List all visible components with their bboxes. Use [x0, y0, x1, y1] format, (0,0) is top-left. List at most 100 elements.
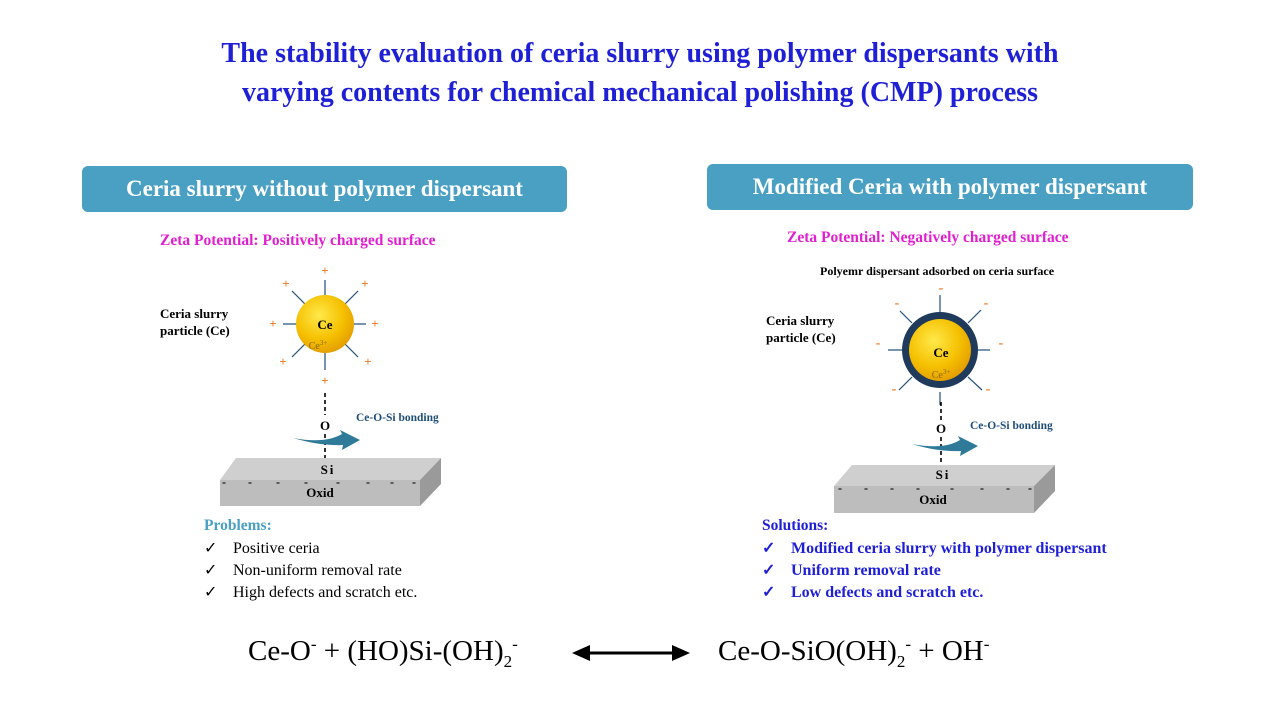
left-particle-ion-text: Ce3+ [309, 339, 328, 352]
left-surface-charges: - - - - - - - - [222, 475, 416, 489]
check-icon: ✓ [762, 562, 776, 579]
left-oxide-label: Oxid [306, 485, 334, 500]
left-list-title: Problems: [204, 517, 272, 534]
list-item: ✓ High defects and scratch etc. [204, 582, 417, 604]
surface-charge: - [950, 481, 954, 495]
right-negative-charges: - - - - - - - [876, 281, 1004, 397]
check-icon: ✓ [204, 584, 218, 601]
surface-charge: - [980, 481, 984, 495]
minus-charge: - [876, 336, 881, 351]
surface-charge: - [916, 481, 920, 495]
check-icon: ✓ [204, 562, 218, 579]
plus-charge: + [279, 354, 286, 369]
left-particle-label-line-2: particle (Ce) [160, 323, 230, 338]
surface-charge: - [336, 475, 340, 489]
left-bond-arrow [293, 430, 360, 450]
plus-charge: + [364, 354, 371, 369]
surface-charge: - [222, 475, 226, 489]
surface-charge: - [304, 475, 308, 489]
right-oxide-slab [834, 465, 1055, 513]
minus-charge: - [986, 382, 991, 397]
equation-right-side: Ce-O-SiO(OH)2- + OH- [718, 634, 990, 671]
left-oxygen: O [320, 418, 330, 433]
equation-left-b-sub: 2 [503, 651, 513, 671]
surface-charge: - [1006, 481, 1010, 495]
right-adsorbed-label: Polyemr dispersant adsorbed on ceria sur… [820, 264, 1055, 278]
right-surface-charges: - - - - - - - - [838, 481, 1032, 495]
right-oxygen: O [936, 421, 946, 436]
minus-charge: - [939, 281, 944, 296]
list-item-text: Low defects and scratch etc. [791, 584, 984, 601]
surface-charge: - [864, 481, 868, 495]
plus-charge: + [371, 316, 378, 331]
right-ion-base: Ce [932, 370, 944, 381]
equation-left-side: Ce-O- + (HO)Si-(OH)2- [248, 634, 518, 671]
left-ceria-particle [296, 295, 354, 353]
right-bond-arrow [912, 436, 978, 456]
surface-charge: - [890, 481, 894, 495]
equation-right-a: Ce-O-SiO(OH) [718, 635, 897, 667]
list-item: ✓ Low defects and scratch etc. [762, 582, 1107, 604]
plus-charge: + [321, 373, 328, 388]
surface-charge: - [412, 475, 416, 489]
right-particle-label-line-1: Ceria slurry [766, 313, 835, 328]
equation-left-b: + (HO)Si-(OH) [316, 635, 504, 667]
right-silicon: Si [936, 467, 951, 482]
right-zeta-label: Zeta Potential: Negatively charged surfa… [787, 229, 1069, 246]
plus-charge: + [282, 276, 289, 291]
right-oxide-label: Oxid [919, 492, 947, 507]
right-particle-spokes [888, 295, 990, 405]
left-particle-ce-text: Ce [317, 317, 332, 332]
equation-left-b-sup: - [512, 634, 518, 654]
right-ceria-particle [909, 319, 971, 381]
list-item: ✓ Uniform removal rate [762, 560, 1107, 582]
right-particle-ion-text: Ce3+ [932, 368, 951, 381]
minus-charge: - [895, 296, 900, 311]
left-particle-spokes [283, 280, 366, 370]
equation-right-b: + OH [910, 635, 984, 667]
left-particle-label: Ceria slurry particle (Ce) [160, 305, 230, 339]
left-bond-label: Ce-O-Si bonding [356, 412, 439, 424]
list-item-text: High defects and scratch etc. [233, 584, 418, 601]
list-item-text: Uniform removal rate [791, 562, 941, 579]
list-item: ✓ Positive ceria [204, 538, 417, 560]
right-particle-label: Ceria slurry particle (Ce) [766, 312, 836, 346]
plus-charge: + [269, 316, 276, 331]
right-list-title: Solutions: [762, 517, 829, 534]
left-ion-sup: 3+ [320, 339, 328, 347]
check-icon: ✓ [762, 540, 776, 557]
left-particle-label-line-1: Ceria slurry [160, 306, 229, 321]
right-particle-label-line-2: particle (Ce) [766, 330, 836, 345]
right-solutions-list: ✓ Modified ceria slurry with polymer disp… [762, 538, 1107, 604]
list-item: ✓ Modified ceria slurry with polymer disp… [762, 538, 1107, 560]
check-icon: ✓ [204, 540, 218, 557]
list-item-text: Non-uniform removal rate [233, 562, 402, 579]
list-item-text: Modified ceria slurry with polymer dispe… [791, 540, 1107, 557]
left-problems-list: ✓ Positive ceria ✓ Non-uniform removal rat… [204, 538, 417, 604]
list-item-text: Positive ceria [233, 540, 320, 557]
list-item: ✓ Non-uniform removal rate [204, 560, 417, 582]
left-panel-header: Ceria slurry without polymer dispersant [82, 166, 567, 212]
minus-charge: - [999, 336, 1004, 351]
right-ion-sup: 3+ [943, 368, 951, 376]
equation-right-a-sub: 2 [896, 651, 906, 671]
plus-charge: + [361, 276, 368, 291]
equation-right-a-sup: - [905, 634, 911, 654]
equation-right-b-sup: - [983, 634, 990, 654]
right-particle-ce-text: Ce [933, 345, 948, 360]
surface-charge: - [1028, 481, 1032, 495]
right-panel-header: Modified Ceria with polymer dispersant [707, 164, 1193, 210]
title-line-1: The stability evaluation of ceria slurry… [221, 38, 1059, 69]
title-line-2: varying contents for chemical mechanical… [241, 77, 1039, 108]
left-ion-base: Ce [309, 341, 321, 352]
surface-charge: - [390, 475, 394, 489]
page-title: The stability evaluation of ceria slurry… [0, 34, 1280, 112]
surface-charge: - [838, 481, 842, 495]
equation-left-a-sup: - [310, 634, 317, 654]
right-bond-label: Ce-O-Si bonding [970, 420, 1053, 432]
surface-charge: - [366, 475, 370, 489]
plus-charge: + [321, 263, 328, 278]
check-icon: ✓ [762, 584, 776, 601]
surface-charge: - [248, 475, 252, 489]
